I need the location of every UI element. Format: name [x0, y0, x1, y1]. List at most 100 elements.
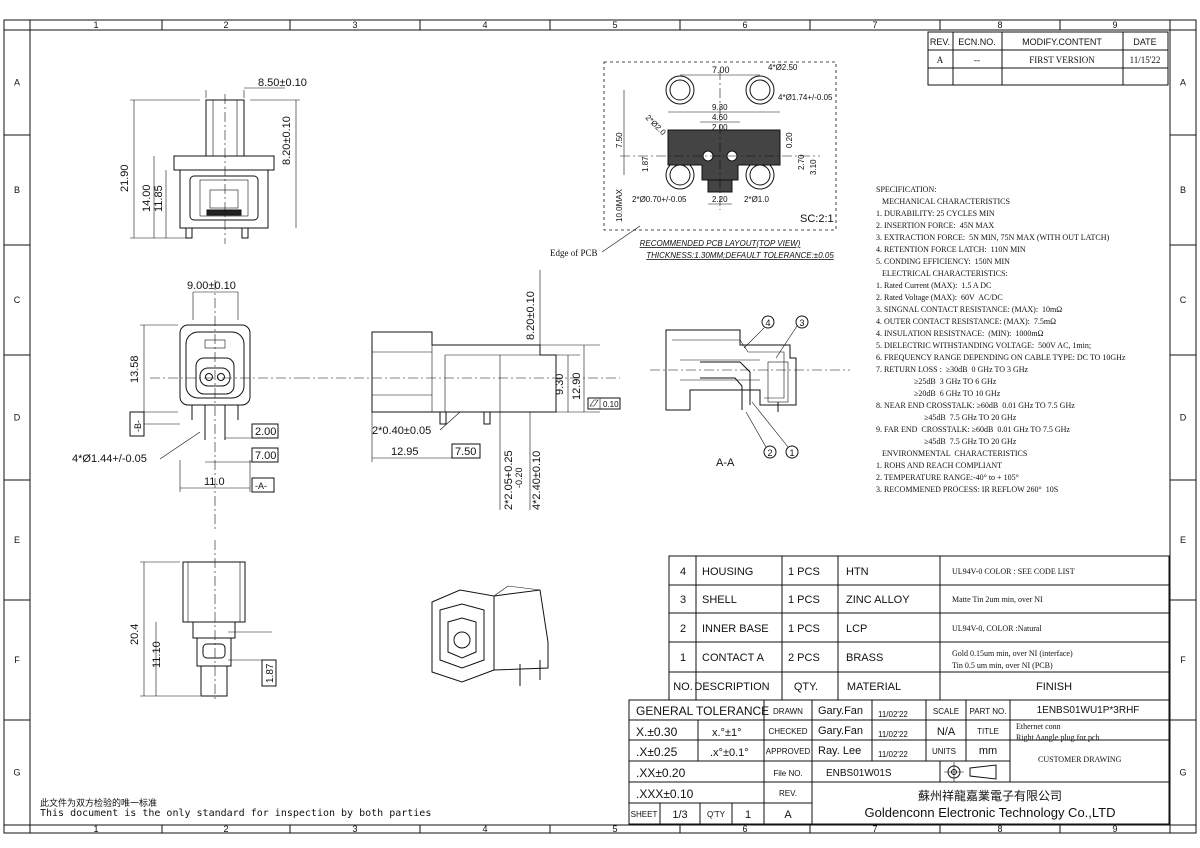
bom-row-desc: SHELL [702, 594, 737, 606]
bom-row-finish-2: Tin 0.5 um min, over NI (PCB) [952, 661, 1053, 670]
tol-row-4: .XXX±0.10 [636, 787, 694, 801]
spec-line: 4. INSULATION RESISTNACE: (MIN): 1000mΩ [876, 329, 1044, 338]
callout-2: 2 [767, 448, 772, 458]
rev-header-rev: REV. [930, 37, 950, 47]
rev-value: A [937, 55, 944, 65]
grid-row-label-left: B [14, 185, 20, 195]
bom-row-no: 1 [680, 652, 686, 664]
pcb-dim-187: 1.87 [641, 156, 650, 172]
spec-line: 3. SINGNAL CONTACT RESISTANCE: (MAX): 10… [876, 305, 1062, 314]
bom-header-mat: MATERIAL [847, 681, 901, 693]
isometric-view [431, 585, 549, 686]
grid-row-label-left: A [14, 78, 20, 88]
spec-line: 4. OUTER CONTACT RESISTANCE: (MAX): 7.5m… [876, 317, 1056, 326]
grid-col-label-bottom: 4 [482, 824, 487, 834]
units-value: mm [979, 745, 997, 757]
grid-col-label-top: 4 [482, 20, 487, 30]
spec-line: 8. NEAR END CROSSTALK: ≥60dB 0.01 GHz TO… [876, 401, 1075, 410]
grid-col-label-top: 8 [997, 20, 1002, 30]
approved-date: 11/02'22 [878, 750, 908, 759]
pcb-dim-700: 7.00 [712, 65, 730, 75]
rev-ecn-value: -- [974, 55, 980, 65]
dim-187: 1.87 [265, 663, 276, 683]
grid-col-label-top: 3 [352, 20, 357, 30]
file-no-label: File NO. [773, 769, 802, 778]
units-label: UNITS [932, 747, 956, 756]
customer-drawing: CUSTOMER DRAWING [1038, 755, 1122, 764]
sheet-value: 1/3 [672, 809, 687, 821]
grid-row-label-left: G [13, 768, 20, 778]
callout-4: 4 [765, 318, 770, 328]
datum-b: -B- [133, 420, 143, 432]
spec-line: 3. RECOMMENED PROCESS: IR REFLOW 260° 10… [876, 485, 1058, 494]
flatness-value: 0.10 [603, 400, 619, 409]
bom-header-desc: DESCRIPTION [694, 681, 769, 693]
pcb-dim-250: 4*Ø2.50 [768, 63, 798, 72]
dim-1144: 4*Ø1.44+/-0.05 [72, 453, 147, 465]
pcb-dim-10: 2*Ø1.0 [744, 195, 769, 204]
scale-value: N/A [937, 726, 956, 738]
datum-a: -A- [255, 481, 267, 491]
bom-row-no: 4 [680, 566, 686, 578]
grid-col-label-top: 5 [612, 20, 617, 30]
dim-205-lower: -0.20 [514, 467, 524, 488]
spec-line: ≥25dB 3 GHz TO 6 GHz [876, 377, 997, 386]
spec-line: 5. CONDING EFFICIENCY: 150N MIN [876, 257, 1010, 266]
pcb-dim-174: 4*Ø1.74+/-0.05 [778, 93, 833, 102]
grid-col-label-top: 9 [1112, 20, 1117, 30]
dim-040: 2*0.40±0.05 [372, 425, 431, 437]
checked-date: 11/02'22 [878, 730, 908, 739]
scale-label: SCALE [933, 707, 959, 716]
bom-row-desc: HOUSING [702, 566, 753, 578]
bom-row-no: 3 [680, 594, 686, 606]
spec-line: 5. DIELECTRIC WITHSTANDING VOLTAGE: 500V… [876, 341, 1091, 350]
dim-820-b: 8.20±0.10 [525, 291, 537, 340]
spec-line: 2. INSERTION FORCE: 45N MAX [876, 221, 994, 230]
grid-col-label-bottom: 9 [1112, 824, 1117, 834]
company-en: Goldenconn Electronic Technology Co.,LTD [865, 805, 1116, 820]
pcb-dim-070: 2*Ø0.70+/-0.05 [632, 195, 687, 204]
bom-row-desc: INNER BASE [702, 623, 769, 635]
bom-row-qty: 1 PCS [788, 594, 820, 606]
rev-header-content: MODIFY.CONTENT [1022, 37, 1102, 47]
rev-value-bottom: A [784, 809, 792, 821]
spec-line: 2. TEMPERATURE RANGE:-40° to + 105° [876, 473, 1019, 482]
dim-850: 8.50±0.10 [258, 77, 307, 89]
tol-row-2: .X±0.25 [636, 745, 678, 759]
grid-col-label-bottom: 2 [223, 824, 228, 834]
spec-line: 9. FAR END CROSSTALK: ≥60dB 0.01 GHz TO … [876, 425, 1070, 434]
spec-line: 2. Rated Voltage (MAX): 60V AC/DC [876, 293, 1003, 302]
rev-date-value: 11/15'22 [1130, 55, 1161, 65]
pcb-caption-1: RECOMMENDED PCB LAYOUT(TOP VIEW) [640, 239, 801, 248]
grid-col-label-bottom: 1 [93, 824, 98, 834]
spec-line: 7. RETURN LOSS : ≥30dB 0 GHz TO 3 GHz [876, 365, 1029, 374]
bom-row-finish: UL94V-0 COLOR : SEE CODE LIST [952, 567, 1075, 576]
dim-820-a: 8.20±0.10 [281, 116, 293, 165]
footer-note-cn: 此文件为双方检验的唯一标准 [40, 797, 157, 808]
grid-row-label-left: E [14, 535, 20, 545]
grid-row-label-right: D [1180, 413, 1187, 423]
general-tolerance-label: GENERAL TOLERANCE [636, 704, 769, 718]
dim-1290: 12.90 [571, 372, 583, 400]
qty-value: 1 [745, 809, 751, 821]
pcb-edge-label: Edge of PCB [550, 248, 598, 258]
grid-row-label-left: D [14, 413, 21, 423]
top-view: 8.50±0.10 8.20±0.10 21.90 14.00 11.85 [119, 77, 307, 244]
spec-line: 4. RETENTION FORCE LATCH: 110N MIN [876, 245, 1026, 254]
spec-line: ENVIRONMENTAL CHARACTERISTICS [876, 449, 1027, 458]
specification: SPECIFICATION: MECHANICAL CHARACTERISTIC… [876, 185, 1126, 494]
grid-col-label-top: 1 [93, 20, 98, 30]
spec-line: ≥45dB 7.5 GHz TO 20 GHz [876, 437, 1017, 446]
dim-1110: 11.10 [151, 641, 163, 668]
grid-row-label-right: A [1180, 78, 1186, 88]
side-view: 8.20±0.10 9.30 12.90 0.10 2*0.40±0.05 12… [300, 270, 621, 510]
dim-2190: 21.90 [119, 164, 131, 192]
bom-row-qty: 1 PCS [788, 566, 820, 578]
bom-header-qty: QTY. [794, 681, 818, 693]
tol-row-1: X.±0.30 [636, 725, 678, 739]
pcb-dim-10max: 10.0MAX [615, 188, 624, 222]
grid-col-label-top: 7 [872, 20, 877, 30]
